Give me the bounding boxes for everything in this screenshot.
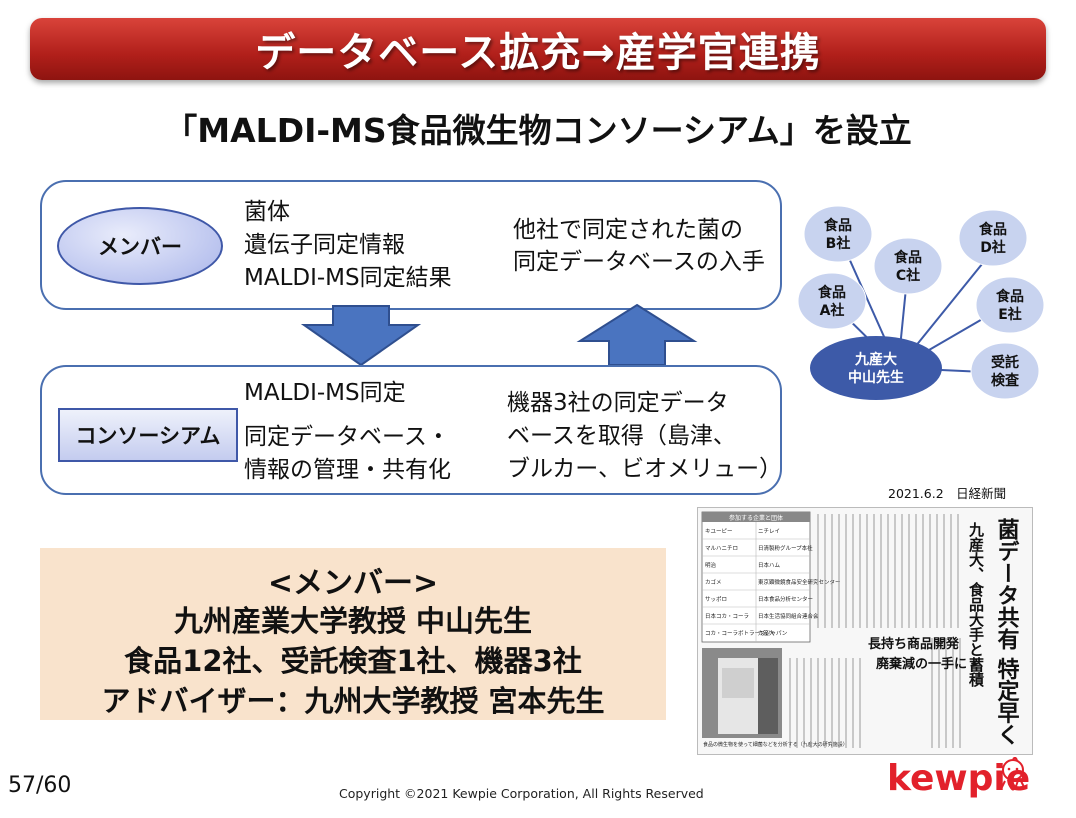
newspaper-image: 参加する企業と団体 キユーピーニチレイ マルハニチロ日清製粉グループ本社 明治日… xyxy=(698,508,1032,754)
svg-text:日本生活協同組合連合会: 日本生活協同組合連合会 xyxy=(758,612,819,620)
node-a-line-2: A社 xyxy=(820,302,845,319)
arrow-up-icon xyxy=(576,303,698,366)
node-e-line-1: 食品 xyxy=(996,288,1024,305)
consortium-right-line-1: 機器3社の同定データ xyxy=(507,390,729,416)
member-line-2: 食品12社、受託検査1社、機器3社 xyxy=(124,644,582,678)
node-center xyxy=(810,336,942,400)
newspaper-clipping: 参加する企業と団体 キユーピーニチレイ マルハニチロ日清製粉グループ本社 明治日… xyxy=(697,507,1033,755)
member-item-gene-info: 遺伝子同定情報 xyxy=(244,232,405,258)
svg-text:食品の微生物を使って細菌などを分析する（九産大の研究施設）: 食品の微生物を使って細菌などを分析する（九産大の研究施設） xyxy=(703,741,848,748)
title-banner: データベース拡充→産学官連携 xyxy=(30,18,1046,80)
svg-text:ニチレイ: ニチレイ xyxy=(758,528,780,535)
node-center-line-2: 中山先生 xyxy=(848,369,904,386)
svg-text:日本食品分析センター: 日本食品分析センター xyxy=(758,595,813,603)
node-d-line-1: 食品 xyxy=(979,221,1007,238)
svg-text:菌データ共有 特定早く: 菌データ共有 特定早く xyxy=(994,518,1020,746)
consortium-db-line-2: 情報の管理・共有化 xyxy=(244,457,451,483)
consortium-right-line-3: ブルカー、ビオメリュー） xyxy=(507,456,783,482)
node-b-line-2: B社 xyxy=(826,235,851,252)
svg-text:日本コカ・コーラ: 日本コカ・コーラ xyxy=(705,612,749,620)
node-e-line-2: E社 xyxy=(998,306,1022,323)
svg-text:参加する企業と団体: 参加する企業と団体 xyxy=(729,514,783,522)
consortium-maldi: MALDI-MS同定 xyxy=(244,380,406,406)
node-inspection-line-2: 検査 xyxy=(991,372,1020,389)
node-a xyxy=(797,272,867,330)
node-center-line-1: 九産大 xyxy=(854,351,897,368)
banner-title: データベース拡充→産学官連携 xyxy=(255,30,821,76)
node-c-line-2: C社 xyxy=(896,267,920,284)
node-d xyxy=(958,209,1028,267)
arrow-down-icon xyxy=(300,305,422,367)
svg-text:明治: 明治 xyxy=(705,561,717,569)
member-list-panel: <メンバー> 九州産業大学教授 中山先生 食品12社、受託検査1社、機器3社 ア… xyxy=(40,548,666,720)
node-inspection-line-1: 受託 xyxy=(991,354,1019,371)
svg-text:廃棄減の一手に: 廃棄減の一手に xyxy=(875,656,967,672)
member-line-3: アドバイザー：九州大学教授 宮本先生 xyxy=(101,684,605,718)
member-item-bacteria: 菌体 xyxy=(244,199,290,225)
svg-text:日本ハム: 日本ハム xyxy=(758,561,781,569)
benefit-line-2: 同定データベースの入手 xyxy=(513,249,765,275)
node-inspection xyxy=(970,342,1040,400)
svg-text:九産大: 九産大 xyxy=(758,629,775,637)
node-e xyxy=(975,276,1045,334)
svg-text:コカ・コーラボトラーズジャパン: コカ・コーラボトラーズジャパン xyxy=(705,629,788,637)
node-d-line-2: D社 xyxy=(980,239,1006,256)
svg-text:長持ち商品開発: 長持ち商品開発 xyxy=(868,636,960,652)
node-a-line-1: 食品 xyxy=(818,284,846,301)
svg-text:カゴメ: カゴメ xyxy=(705,578,722,586)
svg-text:九産大、食品大手と蓄積: 九産大、食品大手と蓄積 xyxy=(967,521,985,688)
consortium-label: コンソーシアム xyxy=(58,408,238,462)
members-label: メンバー xyxy=(57,207,223,285)
page-number: 57/60 xyxy=(8,773,72,798)
svg-text:マルハニチロ: マルハニチロ xyxy=(705,545,738,552)
svg-text:日清製粉グループ本社: 日清製粉グループ本社 xyxy=(758,544,813,552)
page-subtitle: 「MALDI-MS食品微生物コンソーシアム」を設立 xyxy=(164,111,912,150)
benefit-line-1: 他社で同定された菌の xyxy=(513,217,743,243)
copyright-text: Copyright ©2021 Kewpie Corporation, All … xyxy=(339,786,704,801)
member-line-1: 九州産業大学教授 中山先生 xyxy=(173,604,533,638)
node-b xyxy=(803,205,873,263)
svg-text:サッポロ: サッポロ xyxy=(705,596,727,603)
node-c xyxy=(873,237,943,295)
member-item-maldi-result: MALDI-MS同定結果 xyxy=(244,265,452,291)
member-list-heading: <メンバー> xyxy=(267,566,439,601)
svg-text:キユーピー: キユーピー xyxy=(705,528,733,535)
node-c-line-1: 食品 xyxy=(894,249,922,266)
svg-text:東京顕微鏡食品安全研究センター: 東京顕微鏡食品安全研究センター xyxy=(758,578,841,586)
kewpie-doll-icon xyxy=(1000,757,1026,791)
consortium-db-line-1: 同定データベース・ xyxy=(244,424,450,450)
consortium-right-line-2: ベースを取得（島津、 xyxy=(507,423,736,449)
node-b-line-1: 食品 xyxy=(824,217,852,234)
source-note: 2021.6.2 日経新聞 xyxy=(888,486,1007,501)
network-diagram: 食品 B社 食品 C社 食品 D社 食品 A社 食品 E社 受託 検査 九産大 … xyxy=(797,205,1045,400)
